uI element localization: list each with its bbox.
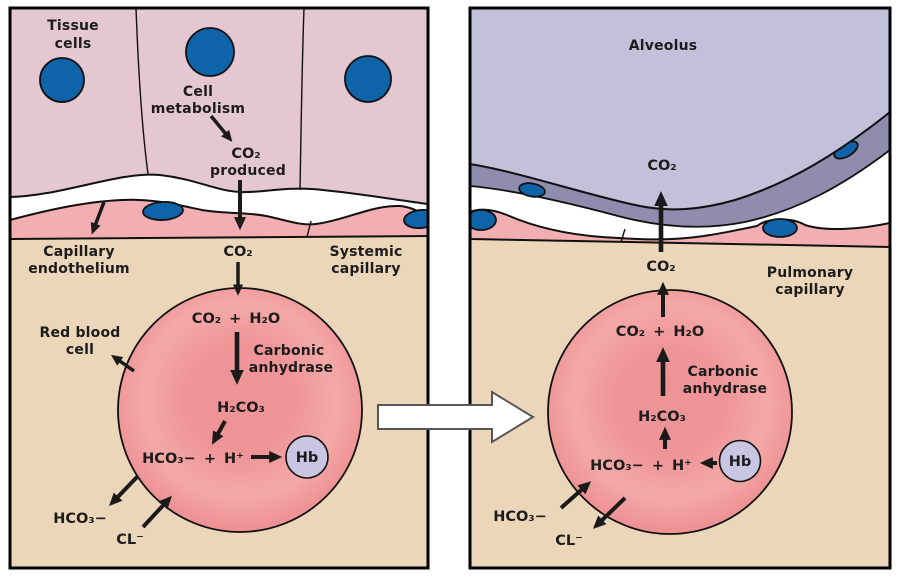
hco3-h-formula: HCO₃− + H⁺ — [590, 458, 692, 474]
tissue-panel-border — [8, 6, 430, 570]
tissue-cell-nucleus — [39, 57, 85, 103]
h2co3-formula: H₂CO₃ — [217, 400, 265, 416]
hco3-imported-label: HCO₃− — [493, 509, 547, 525]
tissue-panel: Tissue cells Cell metabolism CO₂ produce… — [10, 8, 428, 568]
co2-produced-label: CO₂ — [231, 146, 260, 162]
pulmonary-capillary-label: capillary — [775, 282, 844, 298]
carbonic-anhydrase-label: anhydrase — [683, 381, 768, 397]
capillary-endothelium-layer — [10, 198, 428, 241]
hemoglobin-label: Hb — [296, 450, 319, 466]
chloride-import-arrow — [141, 495, 172, 529]
endothelium-nucleus — [762, 218, 798, 238]
hemoglobin-circle — [718, 439, 762, 483]
tissue-cells-label: Tissue — [47, 18, 99, 34]
carbonic-anhydrase-label: Carbonic — [688, 364, 759, 380]
co2-plasma-label: CO₂ — [223, 244, 252, 260]
tissue-cells-label: cells — [55, 36, 92, 52]
co2-produced-label: produced — [210, 163, 286, 179]
endothelium-junction-line — [620, 228, 626, 243]
capillary-endothelium-label: endothelium — [28, 261, 130, 277]
chloride-export-arrow — [592, 496, 627, 529]
red-blood-cell-label: cell — [66, 342, 94, 358]
capillary-endothelium-pointer-arrow — [90, 201, 106, 235]
hemoglobin-label: Hb — [729, 454, 752, 470]
endothelium-junction-line — [306, 220, 312, 238]
capillary-endothelium-label: Capillary — [43, 244, 114, 260]
chloride-label: CL⁻ — [116, 532, 144, 548]
endothelium-nucleus — [470, 209, 497, 231]
tissue-cell-nucleus — [344, 55, 392, 103]
red-blood-cell-label: Red blood — [39, 325, 120, 341]
co2-h2o-formula: CO₂ + H₂O — [192, 311, 280, 327]
alveolus-panel: Alveolus CO₂ CO₂ Pulmonary capillary CO₂… — [470, 8, 890, 568]
red-blood-cell-pointer-arrow — [110, 354, 136, 373]
alveolus-panel-border — [468, 6, 892, 570]
alveolus-air-space — [470, 8, 890, 211]
alveolus-label: Alveolus — [629, 38, 698, 54]
endothelium-nucleus — [403, 208, 428, 230]
endothelium-nucleus — [142, 201, 184, 221]
chloride-label: CL⁻ — [555, 533, 583, 549]
cell-metabolism-label: metabolism — [151, 101, 245, 117]
alveolar-wall-nucleus — [518, 182, 546, 198]
tissue-cell-boundary — [135, 8, 149, 175]
hco3-exported-label: HCO₃− — [53, 511, 107, 527]
co2-plasma-label: CO₂ — [646, 259, 675, 275]
transition-arrow — [377, 390, 535, 444]
carbonic-anhydrase-label: Carbonic — [254, 343, 325, 359]
hco3-export-arrow — [109, 474, 140, 507]
capillary-endothelium-layer — [470, 208, 890, 249]
hco3-h-formula: HCO₃− + H⁺ — [142, 451, 244, 467]
carbonic-anhydrase-label: anhydrase — [249, 360, 334, 376]
systemic-capillary-label: capillary — [331, 261, 400, 277]
cell-metabolism-label: Cell — [183, 84, 213, 100]
co2-h2o-formula: CO₂ + H₂O — [616, 324, 704, 340]
hco3-import-arrow — [559, 481, 592, 510]
hemoglobin-circle — [285, 435, 329, 479]
h2co3-dissociation-arrow — [211, 420, 227, 445]
co2-alveolus-label: CO₂ — [647, 158, 676, 174]
pulmonary-capillary-label: Pulmonary — [767, 265, 853, 281]
h2co3-formula: H₂CO₃ — [638, 409, 686, 425]
metabolism-to-co2-arrow — [209, 114, 233, 142]
systemic-capillary-label: Systemic — [329, 244, 402, 260]
tissue-cell-nucleus — [185, 27, 235, 77]
tissue-cell-boundary — [299, 8, 305, 191]
